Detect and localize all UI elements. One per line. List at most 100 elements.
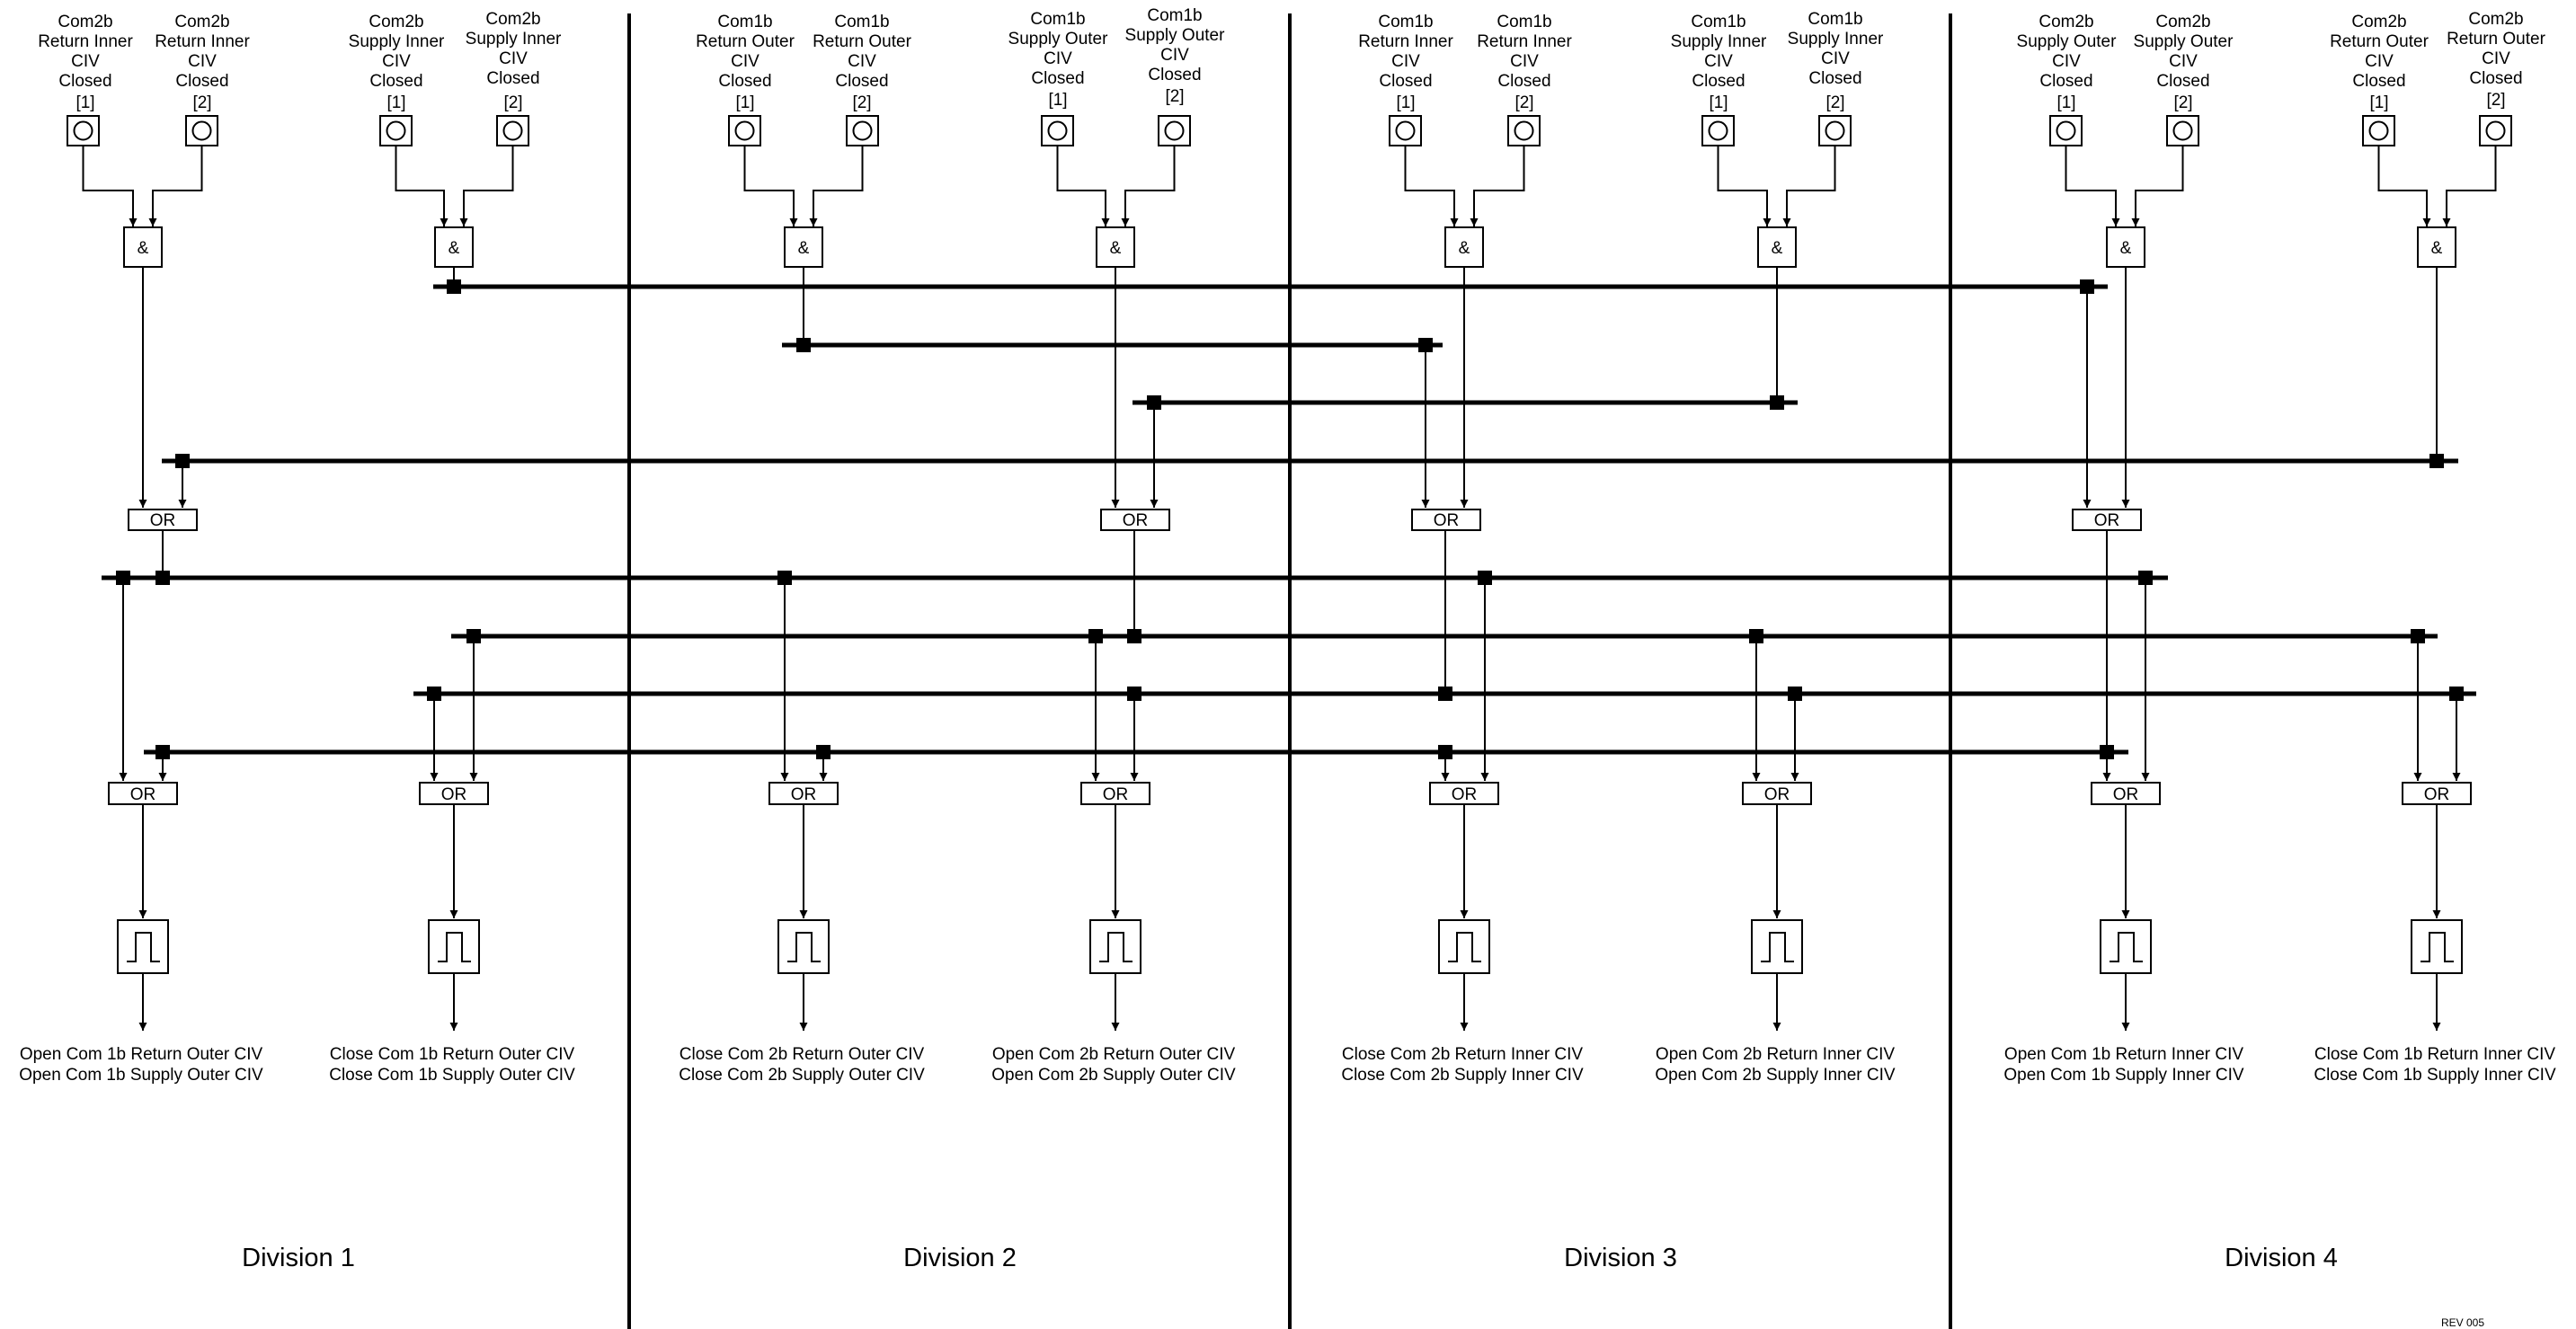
junction-node [796,338,811,352]
sensor-indicator-icon [2056,120,2076,141]
or-gate-label: OR [2424,785,2450,804]
or-gate-label: OR [2113,785,2139,804]
and-gate [123,226,163,268]
signal-wire [1782,146,1836,226]
and-gate-label: & [1110,239,1122,258]
junction-node [1478,571,1492,585]
signal-wire [395,146,449,226]
division-labels: Division 1 Division 2 Division 3 Divisio… [242,1244,2338,1272]
pulse-icon [2110,932,2143,962]
or-gate-label: OR [2094,511,2120,530]
or-gate [108,782,178,805]
input-group [2049,115,2199,226]
pulse-block [117,919,169,974]
junction-node [2100,745,2114,759]
and-gate [2417,226,2456,268]
input-group [728,115,879,226]
and-gate-label: & [798,239,810,258]
or-gate [1742,782,1812,805]
or-gate [1429,782,1499,805]
or-gate [1100,509,1170,531]
junction-node [1788,687,1802,701]
or-gate-label: OR [130,785,156,804]
signal-wire [148,146,203,226]
or-gate [1080,782,1150,805]
division-separators [627,13,1952,1329]
sensor-box [1507,115,1541,146]
sensor-indicator-icon [734,120,755,141]
sensor-box [2362,115,2395,146]
bus-junctions [116,279,2464,759]
or-gate-label: OR [1103,785,1129,804]
and-gate [784,226,823,268]
pulse-icon [2421,932,2454,962]
sensor-indicator-icon [1047,120,1068,141]
or-gate-label: OR [1764,785,1790,804]
signal-wire [1470,146,1525,226]
or-gates [108,509,2472,805]
sensor-indicator-icon [1164,120,1185,141]
or-gate [1411,509,1481,531]
and-gate-label: & [2431,239,2443,258]
junction-node [1770,395,1784,410]
pulse-block [2100,919,2152,974]
pulse-icon [1448,932,1481,962]
junction-node [1088,629,1103,643]
signal-wire [743,146,798,226]
input-group [1701,115,1852,226]
sensor-box [379,115,413,146]
junction-node [2411,629,2425,643]
sensor-box [846,115,879,146]
pulse-icon [787,932,821,962]
sensor-box [2049,115,2083,146]
or-gate [128,509,198,531]
junction-node [1418,338,1433,352]
sensor-box [1041,115,1074,146]
and-gate [434,226,474,268]
revision-label: REV 005 [2441,1316,2484,1329]
sensor-indicator-icon [502,120,523,141]
pulse-block [1751,919,1803,974]
sensor-indicator-icon [1825,120,1845,141]
junction-node [155,571,170,585]
and-gate-label: & [1459,239,1470,258]
or-gate-label: OR [150,511,176,530]
or-gate-label: OR [1452,785,1478,804]
signal-wire [1717,146,1772,226]
junction-node [2138,571,2153,585]
or-gate-label: OR [791,785,817,804]
or-gate-labels: OR OR OR OR OR OR OR OR OR OR OR OR [130,511,2450,804]
sensor-box [2479,115,2512,146]
input-group [1041,115,1191,226]
pulse-icon [438,932,471,962]
sensor-indicator-icon [1395,120,1416,141]
signal-wire [82,146,138,226]
or-gate [768,782,839,805]
junction-node [816,745,831,759]
signal-wire [2442,146,2497,226]
sensor-indicator-icon [1514,120,1534,141]
signal-wire [2131,146,2184,226]
junction-node [777,571,792,585]
routing-wires [119,267,2461,1031]
signal-wire [2377,146,2431,226]
signal-wire [1121,146,1176,226]
and-gates [123,226,2456,268]
signal-wire [2065,146,2120,226]
or-gate-label: OR [441,785,467,804]
sensor-indicator-icon [2172,120,2193,141]
junction-node [466,629,481,643]
pulse-block [1438,919,1490,974]
and-gate-labels: & & & & & & & & [138,239,2443,258]
junction-node [427,687,441,701]
